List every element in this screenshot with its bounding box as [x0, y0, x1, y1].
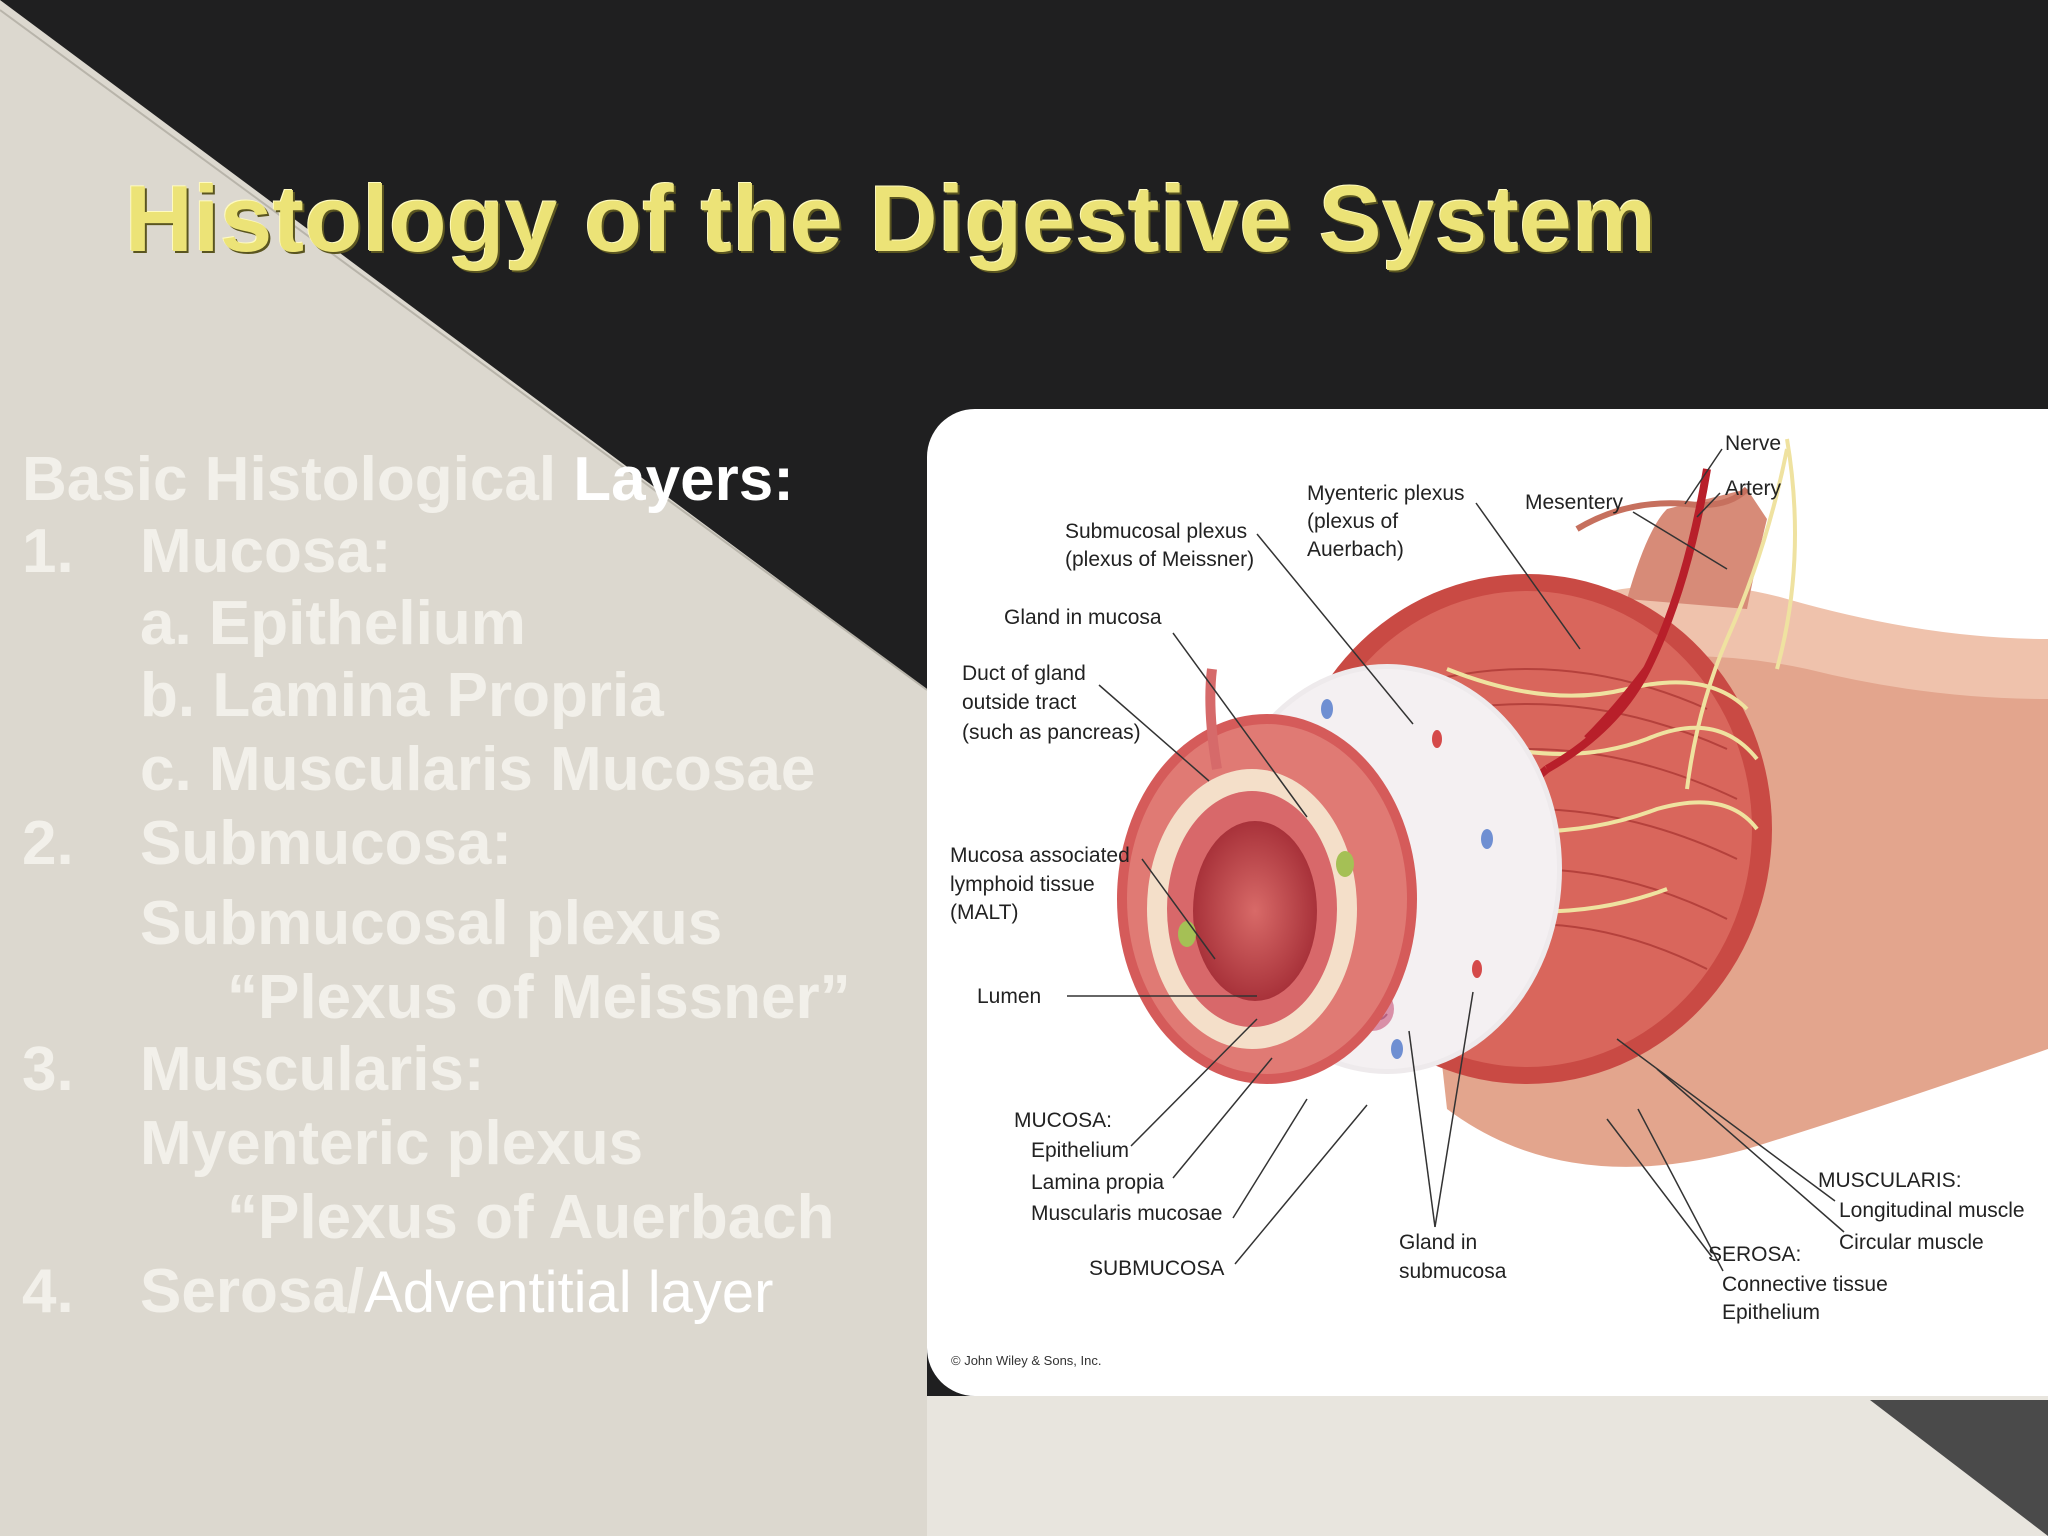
serosa-label: Serosa/ — [140, 1257, 365, 1326]
item-number: 4. — [22, 1257, 74, 1326]
label-muscularis: MUSCULARIS: — [1818, 1169, 1962, 1192]
label-muscularis-mucosae: Muscularis mucosae — [1031, 1202, 1222, 1225]
item-text: Mucosa: — [140, 517, 392, 586]
list-heading: Basic Histological Layers: — [22, 444, 794, 516]
item-text: a. Epithelium — [140, 589, 526, 658]
label-nerve: Nerve — [1725, 432, 1781, 455]
item-text: c. Muscularis Mucosae — [140, 735, 816, 804]
label-lumen: Lumen — [977, 985, 1041, 1008]
label-myenteric-2: (plexus of — [1307, 510, 1398, 533]
label-duct-1: Duct of gland — [962, 662, 1086, 685]
label-artery: Artery — [1725, 477, 1782, 500]
item-text: Myenteric plexus — [140, 1109, 644, 1178]
item-text: b. Lamina Propria — [140, 661, 664, 730]
gi-wall-illustration: Nerve Artery Mesentery Myenteric plexus … — [950, 432, 2048, 1368]
label-submucosal-2: (plexus of Meissner) — [1065, 548, 1254, 571]
item-text: Serosa/Adventitial layer — [140, 1256, 773, 1329]
label-submucosal-1: Submucosal plexus — [1065, 520, 1247, 543]
label-lamina: Lamina propia — [1031, 1171, 1164, 1194]
label-epithelium: Epithelium — [1031, 1139, 1129, 1162]
copyright-text: © John Wiley & Sons, Inc. — [951, 1353, 1101, 1368]
label-mesentery: Mesentery — [1525, 491, 1624, 514]
label-gland-submucosa-2: submucosa — [1399, 1260, 1507, 1283]
item-text: “Plexus of Auerbach — [227, 1183, 835, 1252]
label-gland-submucosa-1: Gland in — [1399, 1231, 1477, 1254]
adventitial-label: Adventitial layer — [364, 1260, 774, 1325]
label-longitudinal: Longitudinal muscle — [1839, 1199, 2025, 1222]
item-text: Muscularis: — [140, 1035, 485, 1104]
item-text: “Plexus of Meissner” — [227, 963, 851, 1032]
label-submucosa: SUBMUCOSA — [1089, 1257, 1224, 1280]
item-text: Submucosa: — [140, 809, 513, 878]
label-myenteric-3: Auerbach) — [1307, 538, 1404, 561]
label-myenteric-1: Myenteric plexus — [1307, 482, 1465, 505]
heading-text-light: Basic Histological — [22, 445, 574, 514]
label-malt-2: lymphoid tissue — [950, 873, 1095, 896]
item-number: 2. — [22, 809, 74, 878]
label-duct-2: outside tract — [962, 691, 1077, 714]
gi-tract-diagram: Nerve Artery Mesentery Myenteric plexus … — [927, 409, 2048, 1396]
item-text: Submucosal plexus — [140, 889, 723, 958]
label-serosa-epithelium: Epithelium — [1722, 1301, 1820, 1324]
label-serosa: SEROSA: — [1708, 1243, 1801, 1266]
label-connective: Connective tissue — [1722, 1273, 1888, 1296]
item-number: 3. — [22, 1035, 74, 1104]
item-number: 1. — [22, 517, 74, 586]
label-gland-mucosa: Gland in mucosa — [1004, 606, 1162, 629]
label-malt-1: Mucosa associated — [950, 844, 1130, 867]
slide-title: Histology of the Digestive System — [125, 166, 1657, 271]
label-mucosa: MUCOSA: — [1014, 1109, 1112, 1132]
label-duct-3: (such as pancreas) — [962, 721, 1141, 744]
label-malt-3: (MALT) — [950, 901, 1018, 924]
label-circular: Circular muscle — [1839, 1231, 1984, 1254]
beige-diagonal-panel — [0, 0, 927, 1536]
heading-text-dark: Layers: — [573, 445, 794, 514]
